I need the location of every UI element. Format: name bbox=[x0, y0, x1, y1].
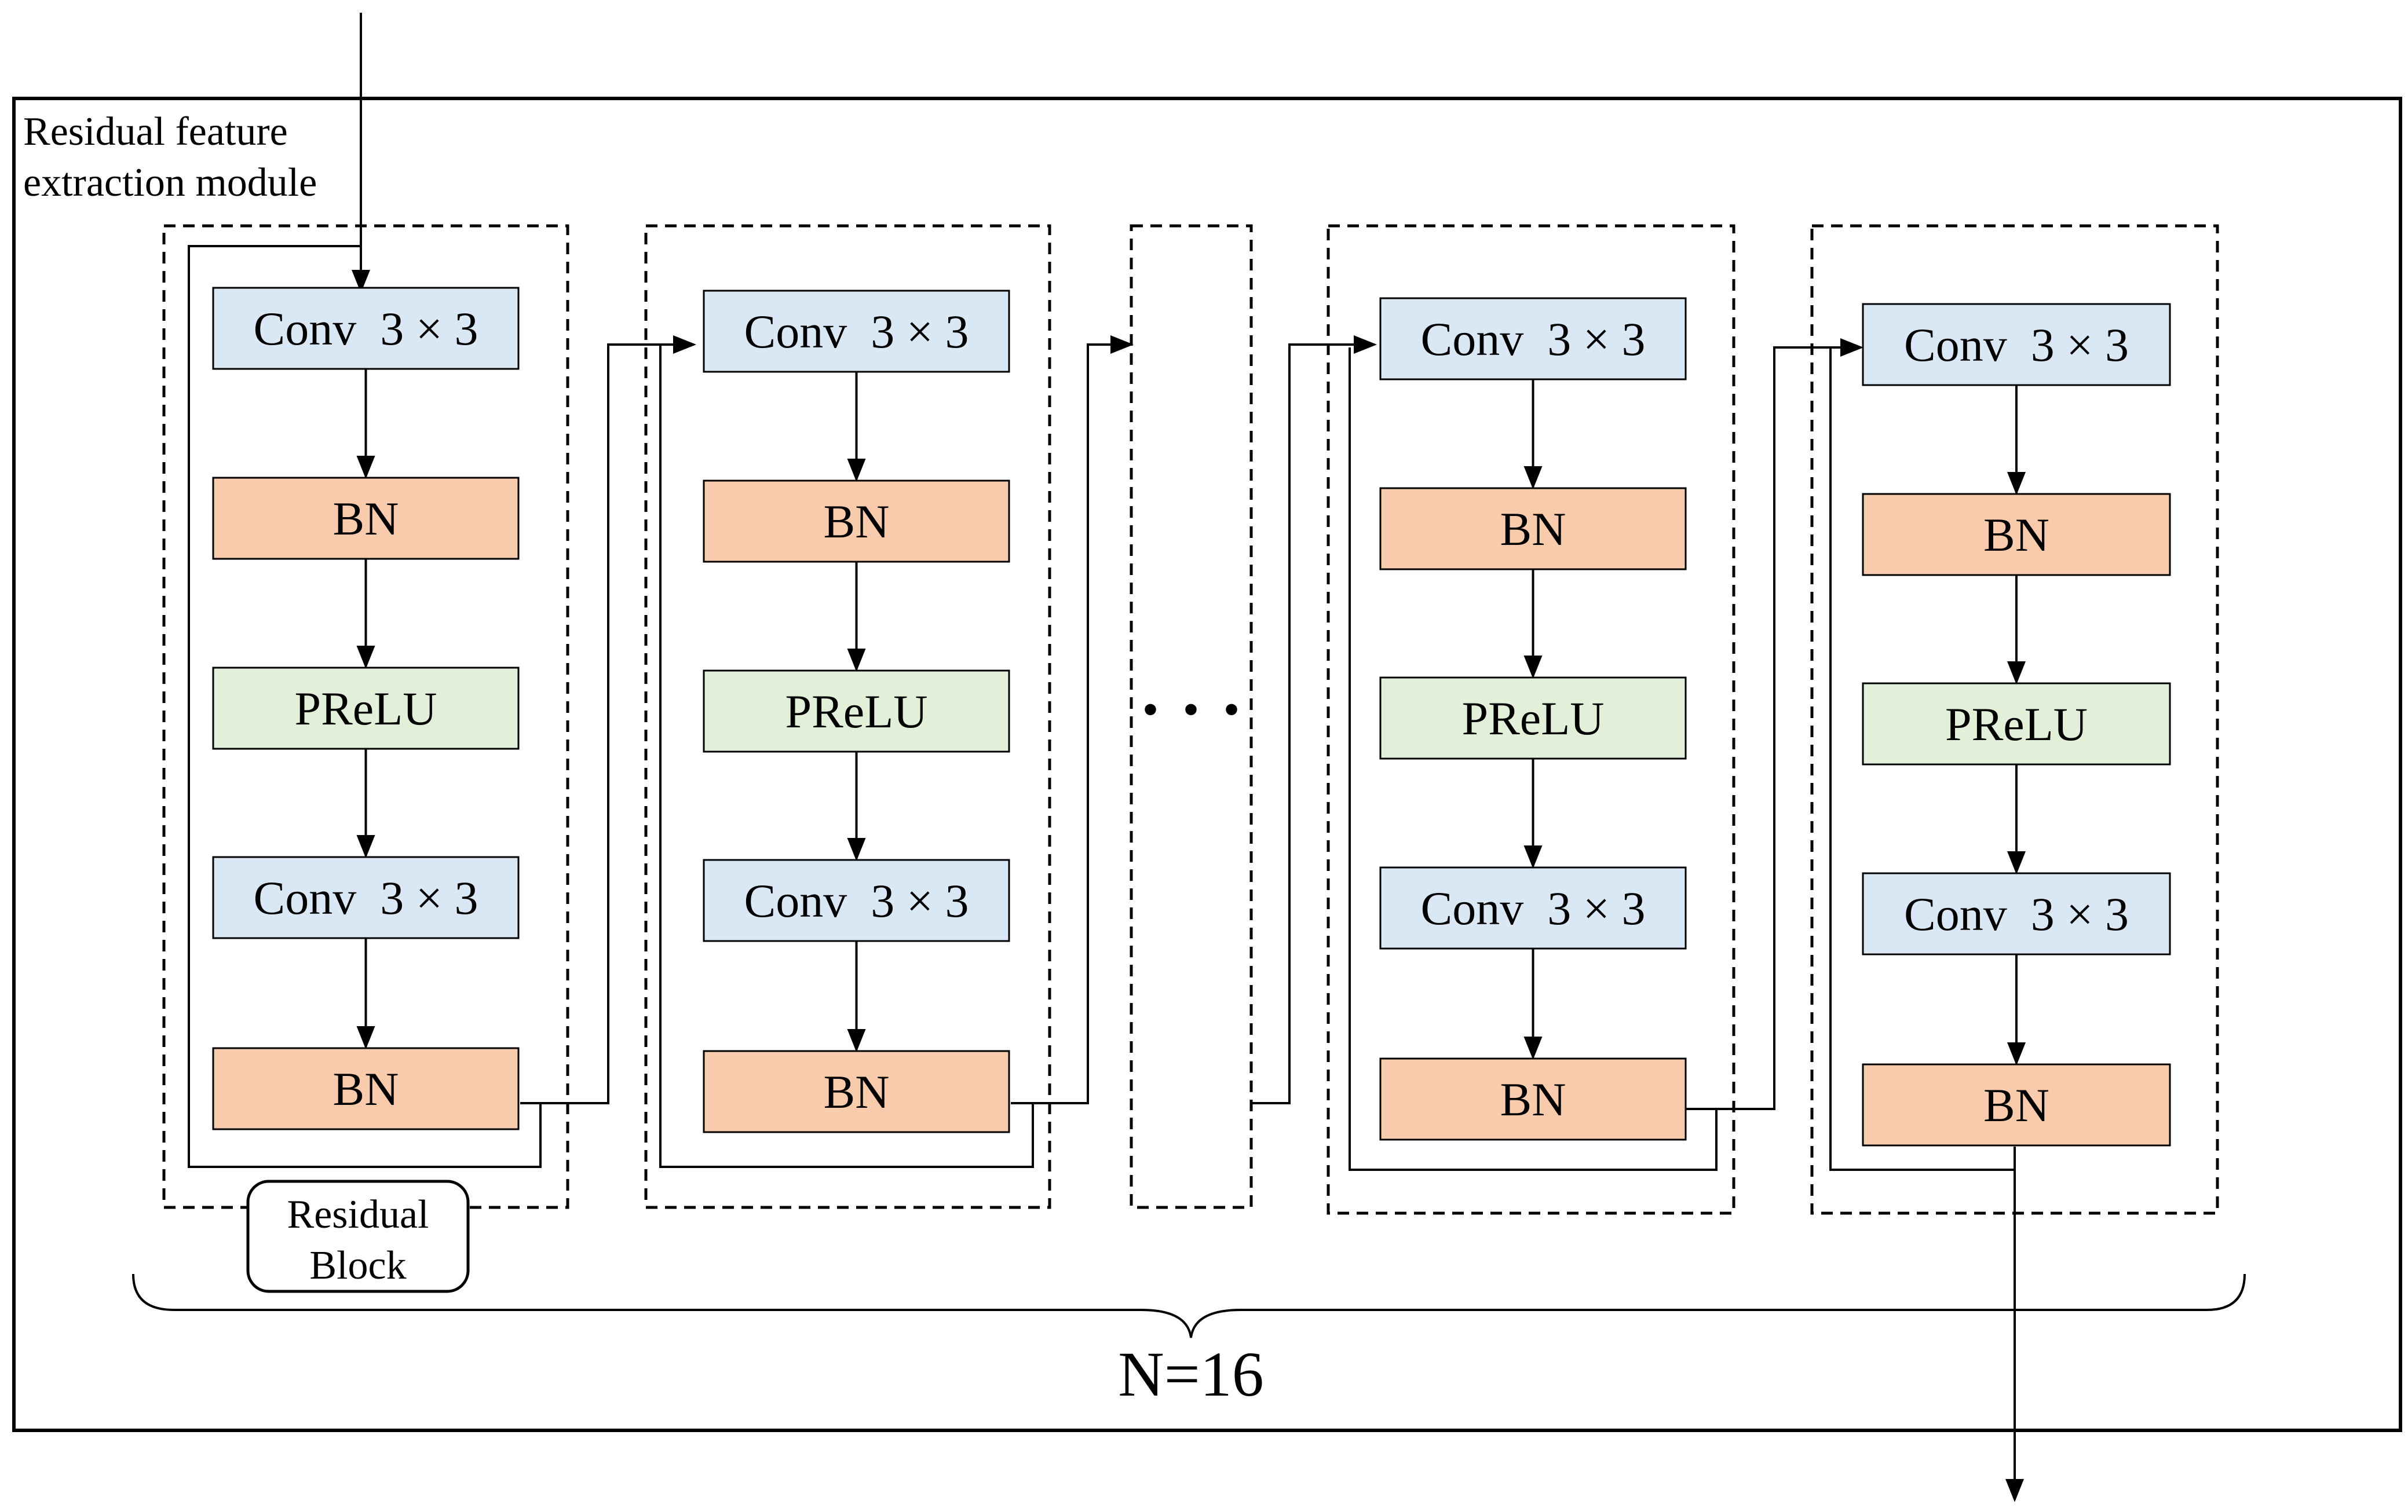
module-title-line2: extraction module bbox=[23, 160, 317, 205]
module-frame bbox=[12, 97, 2402, 1432]
connection-block1-to-block2 bbox=[520, 335, 696, 1104]
block-4-bn-label-2: BN bbox=[1983, 508, 2049, 561]
connection-block3-to-block4 bbox=[1686, 338, 1863, 1110]
block-1-bn-box-2 bbox=[212, 477, 520, 560]
block-3-conv-box-1 bbox=[1379, 297, 1687, 380]
block-3-conv-label-1: Conv 3 × 3 bbox=[1421, 313, 1646, 365]
block-3-prelu-label-3: PReLU bbox=[1462, 692, 1605, 745]
block-3-conv-label-4: Conv 3 × 3 bbox=[1421, 882, 1646, 935]
layers-group: Conv 3 × 3 BN PReLU Conv 3 × 3 BN Conv 3 × 3 B… bbox=[212, 287, 2171, 1147]
block-1-conv-box-4 bbox=[212, 856, 520, 939]
skip-line-block-4 bbox=[1829, 347, 2015, 1171]
block-4-bn-box-2 bbox=[1862, 493, 2171, 576]
ellipsis-block-container bbox=[1130, 224, 1253, 1209]
block-2-bn-label-5: BN bbox=[824, 1066, 890, 1118]
skip-line-block-1 bbox=[188, 245, 542, 1168]
block-2-conv-label-4: Conv 3 × 3 bbox=[744, 874, 969, 927]
block-4-bn-label-5: BN bbox=[1983, 1079, 2049, 1132]
block-4-conv-label-4: Conv 3 × 3 bbox=[1904, 888, 2129, 940]
block-3-conv-box-4 bbox=[1379, 866, 1687, 950]
block-4-prelu-box-3 bbox=[1862, 682, 2171, 766]
block-1-prelu-label-3: PReLU bbox=[295, 682, 437, 735]
block-3-bn-label-2: BN bbox=[1500, 503, 1566, 555]
connection-block2-to-ellipsis bbox=[1011, 335, 1134, 1104]
block-1-prelu-box-3 bbox=[212, 667, 520, 750]
residual-block-label-line1: Residual bbox=[287, 1192, 429, 1237]
block-4-prelu-label-3: PReLU bbox=[1945, 698, 2088, 750]
block-4-conv-box-1 bbox=[1862, 303, 2171, 386]
block-1-bn-label-5: BN bbox=[333, 1063, 399, 1115]
residual-block-label-box bbox=[246, 1180, 470, 1293]
skip-connections bbox=[188, 245, 2015, 1171]
block-4-conv-label-1: Conv 3 × 3 bbox=[1904, 318, 2129, 371]
block-2-bn-label-2: BN bbox=[824, 495, 890, 548]
block-1-conv-label-1: Conv 3 × 3 bbox=[254, 302, 478, 355]
block-3-bn-box-2 bbox=[1379, 487, 1687, 570]
block-3-bn-box-5 bbox=[1379, 1057, 1687, 1141]
block-1-conv-label-4: Conv 3 × 3 bbox=[254, 872, 478, 924]
block-4-bn-box-5 bbox=[1862, 1063, 2171, 1147]
block-2-bn-box-5 bbox=[703, 1050, 1010, 1133]
block-3-prelu-box-3 bbox=[1379, 676, 1687, 760]
ellipsis-dots: · · · bbox=[1139, 671, 1243, 748]
skip-line-block-3 bbox=[1349, 347, 1718, 1171]
repeat-brace bbox=[132, 1273, 2246, 1338]
repeat-count-label: N=16 bbox=[1118, 1339, 1263, 1410]
block-1-bn-box-5 bbox=[212, 1047, 520, 1130]
residual-block-3-container bbox=[1327, 224, 1735, 1215]
block-2-conv-label-1: Conv 3 × 3 bbox=[744, 305, 969, 358]
module-title-line1: Residual feature bbox=[23, 109, 288, 154]
residual-block-label-line2: Block bbox=[309, 1243, 406, 1288]
connection-ellipsis-to-block3 bbox=[1251, 335, 1377, 1104]
skip-line-block-2 bbox=[659, 345, 1034, 1168]
block-3-bn-label-5: BN bbox=[1500, 1073, 1566, 1126]
block-2-prelu-label-3: PReLU bbox=[785, 685, 928, 738]
residual-block-2-container bbox=[644, 224, 1051, 1209]
block-1-bn-label-2: BN bbox=[333, 492, 399, 545]
block-2-prelu-box-3 bbox=[703, 669, 1010, 753]
block-2-conv-box-1 bbox=[703, 290, 1010, 373]
